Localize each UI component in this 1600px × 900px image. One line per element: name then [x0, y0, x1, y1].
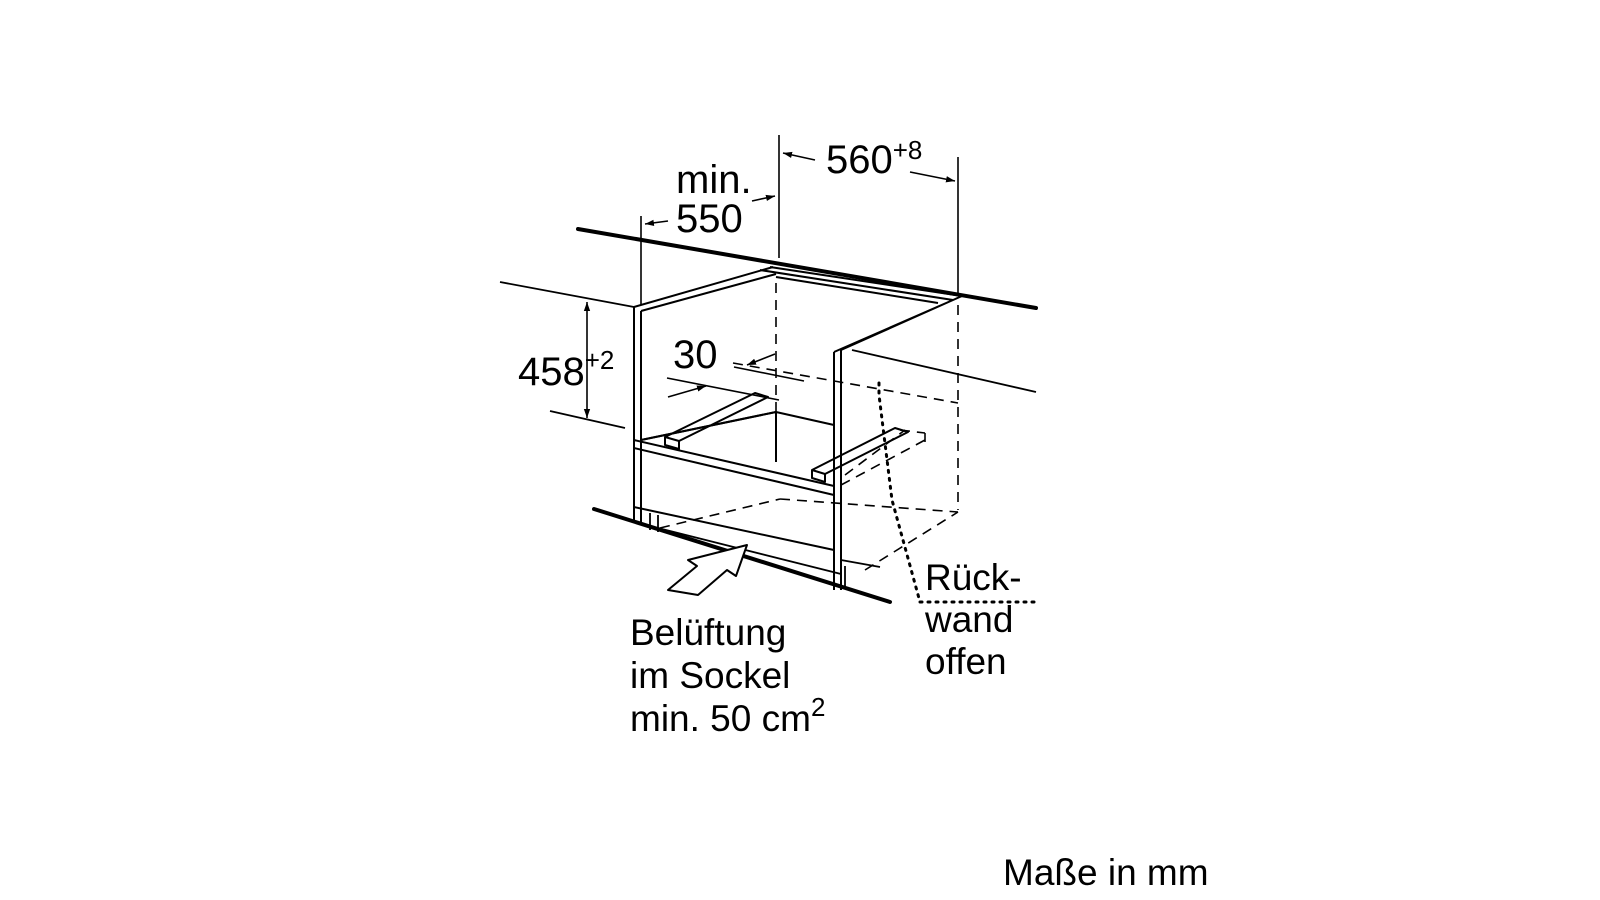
- runner-rails: [664, 392, 909, 483]
- rear-wall-label-3: offen: [925, 641, 1007, 682]
- ventilation-arrow-icon: [667, 544, 748, 596]
- plinth-detail: [649, 513, 881, 586]
- gap-dimension: [666, 353, 805, 401]
- ventilation-label-3: min. 50 cm2: [630, 692, 825, 739]
- rear-wall-leader: [877, 381, 1038, 604]
- ventilation-label-2: im Sockel: [630, 655, 790, 696]
- gap-label: 30: [673, 333, 718, 377]
- depth-prefix-label: min.: [676, 158, 752, 202]
- ventilation-label-1: Belüftung: [630, 612, 786, 653]
- height-label: 458+2: [518, 345, 614, 394]
- width-label: 560+8: [826, 135, 922, 182]
- depth-dimension: [640, 194, 776, 305]
- rear-wall-label-2: wand: [924, 599, 1013, 640]
- units-note: Maße in mm: [1003, 852, 1209, 893]
- cabinet-side-lines: [499, 281, 1037, 429]
- width-dimension: [778, 135, 959, 295]
- hidden-edges: [659, 283, 959, 571]
- worktop-lines: [576, 227, 1038, 310]
- depth-value-label: 550: [676, 197, 743, 241]
- rear-wall-label-1: Rück-: [925, 557, 1022, 598]
- drawer-front: [633, 411, 842, 552]
